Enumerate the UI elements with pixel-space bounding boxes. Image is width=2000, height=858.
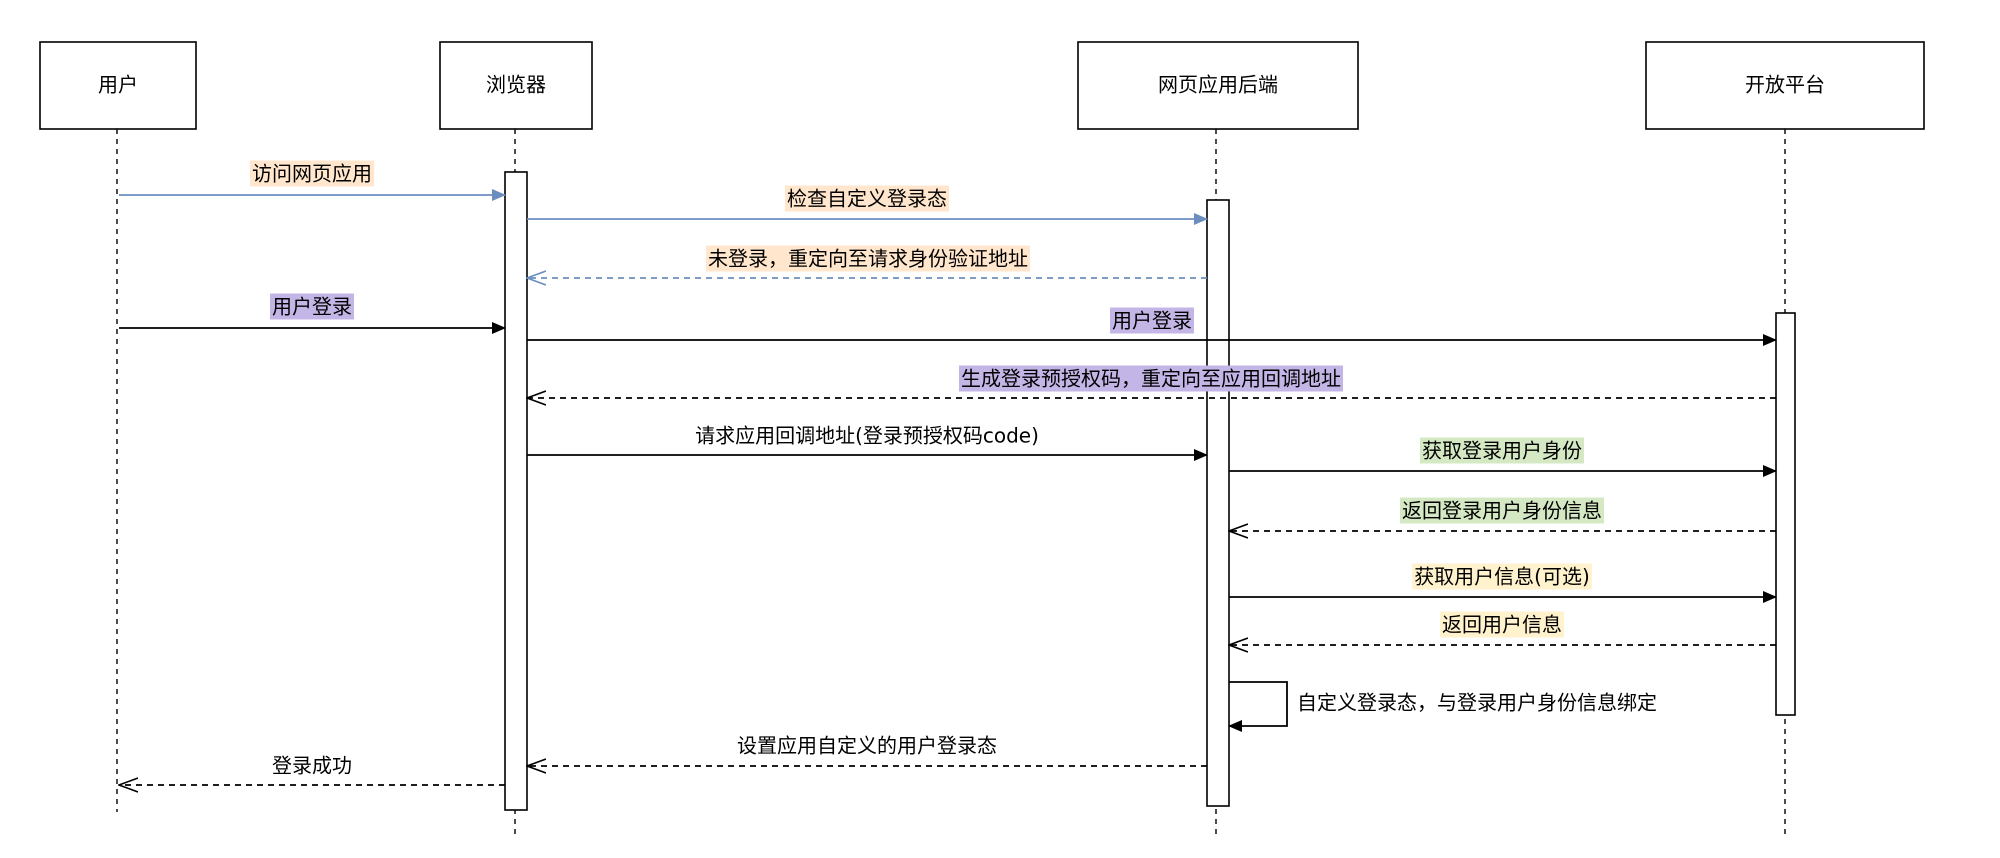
participant-platform-label: 开放平台 — [1745, 73, 1825, 97]
participant-user-label: 用户 — [98, 73, 138, 97]
message-label-1: 访问网页应用 — [252, 162, 372, 186]
message-label-highlight-11 — [1440, 611, 1564, 638]
participant-browser-label: 浏览器 — [486, 73, 546, 97]
message-label-7: 请求应用回调地址(登录预授权码code) — [695, 424, 1039, 448]
message-label-6: 生成登录预授权码，重定向至应用回调地址 — [961, 367, 1341, 391]
message-label-8: 获取登录用户身份 — [1422, 439, 1582, 463]
activation-platform — [1775, 312, 1796, 716]
participant-backend: 网页应用后端 — [1077, 41, 1359, 130]
participant-user: 用户 — [39, 41, 197, 130]
participant-platform: 开放平台 — [1645, 41, 1925, 130]
message-label-highlight-4 — [270, 293, 354, 320]
participant-browser: 浏览器 — [439, 41, 593, 130]
message-label-highlight-9 — [1400, 497, 1604, 524]
message-label-5: 用户登录 — [1112, 309, 1192, 333]
message-label-highlight-10 — [1412, 563, 1592, 590]
message-label-highlight-2 — [785, 185, 949, 212]
message-label-12: 自定义登录态，与登录用户身份信息绑定 — [1297, 691, 1657, 715]
message-label-3: 未登录，重定向至请求身份验证地址 — [708, 247, 1028, 271]
activation-backend — [1206, 199, 1230, 807]
message-label-highlight-6 — [959, 365, 1343, 392]
message-label-11: 返回用户信息 — [1442, 613, 1562, 637]
participant-backend-label: 网页应用后端 — [1158, 73, 1278, 97]
message-arrow-12 — [1228, 681, 1288, 732]
message-label-14: 登录成功 — [272, 754, 352, 778]
message-label-highlight-3 — [706, 245, 1030, 272]
message-label-2: 检查自定义登录态 — [787, 187, 947, 211]
message-label-4: 用户登录 — [272, 295, 352, 319]
message-label-highlight-8 — [1420, 437, 1584, 464]
activation-browser — [504, 171, 528, 811]
message-label-13: 设置应用自定义的用户登录态 — [737, 734, 997, 758]
message-label-highlight-5 — [1110, 307, 1194, 334]
messages-layer: 访问网页应用检查自定义登录态未登录，重定向至请求身份验证地址用户登录用户登录生成… — [119, 160, 1777, 786]
message-label-10: 获取用户信息(可选) — [1414, 565, 1590, 589]
message-label-9: 返回登录用户身份信息 — [1402, 499, 1602, 523]
message-label-highlight-1 — [250, 160, 374, 187]
